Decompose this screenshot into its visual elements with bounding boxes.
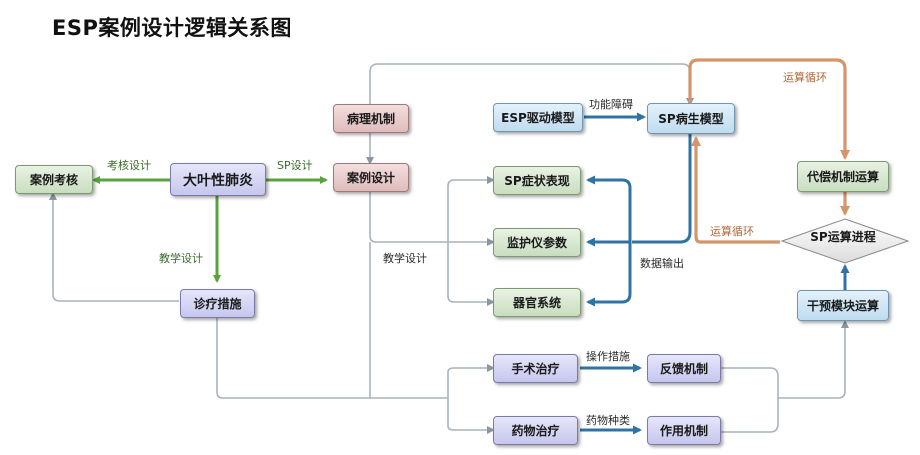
label-operation: 操作措施	[586, 350, 630, 363]
node-monitor: 监护仪参数	[493, 228, 581, 257]
edge-process-loop-to-sp-model	[691, 136, 780, 244]
node-intervention: 干预模块运算	[797, 290, 889, 321]
node-sp-pathogen: SP病生模型	[647, 103, 735, 134]
label-teaching-design-1: 教学设计	[159, 252, 203, 265]
edge-diagnosis-to-exam	[49, 192, 179, 302]
edge-sp-model-to-compensation	[688, 58, 850, 160]
node-diagnosis: 诊疗措施	[180, 289, 255, 318]
node-compensation: 代偿机制运算	[797, 161, 889, 192]
label-data-output: 数据输出	[640, 257, 684, 270]
node-sp-process: SP运算进程	[810, 230, 876, 244]
node-surgery: 手术治疗	[493, 354, 578, 383]
node-organ: 器官系统	[493, 288, 581, 317]
edge-case-design-to-monitor	[369, 192, 495, 246]
label-calc-loop-1: 运算循环	[783, 71, 827, 84]
node-sp-symptoms: SP症状表现	[493, 166, 581, 195]
edge-pathology-to-sp-model	[369, 63, 694, 106]
label-drug-type: 药物种类	[586, 414, 630, 427]
edge-diagnosis-to-treatment	[216, 318, 442, 399]
label-teaching-design-2: 教学设计	[383, 252, 427, 265]
label-sp-design: SP设计	[277, 159, 313, 172]
node-case-design: 案例设计	[333, 163, 409, 192]
label-exam-design: 考核设计	[107, 159, 151, 172]
node-pathology: 病理机制	[333, 104, 409, 133]
edge-feedback-to-intervention	[721, 367, 779, 433]
edge-sp-model-data-output	[632, 134, 692, 244]
node-drug: 药物治疗	[493, 416, 578, 445]
node-esp-driver: ESP驱动模型	[493, 103, 583, 132]
label-calc-loop-2: 运算循环	[710, 225, 754, 238]
node-feedback: 反馈机制	[647, 354, 721, 383]
node-action: 作用机制	[647, 416, 721, 445]
decision-diamond	[780, 218, 910, 264]
edge-bracket-symptoms-organ	[447, 176, 495, 242]
label-func-disorder: 功能障碍	[589, 98, 633, 111]
node-pneumonia: 大叶性肺炎	[170, 163, 266, 196]
page-title: ESP案例设计逻辑关系图	[52, 16, 292, 40]
node-case-exam: 案例考核	[15, 165, 93, 194]
